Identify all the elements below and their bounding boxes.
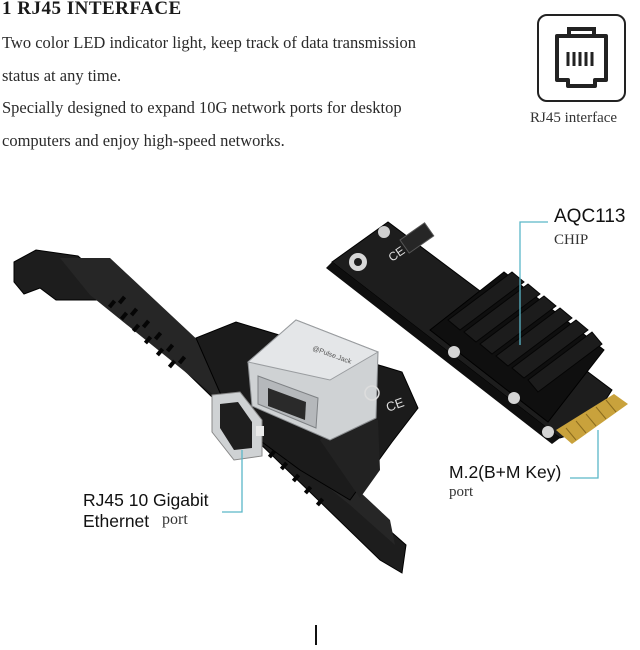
m2-callout-line	[570, 430, 599, 479]
gold-fingers	[542, 394, 628, 444]
ce-mark: CE	[384, 394, 406, 414]
bracket-port	[211, 391, 264, 461]
rj45-port-icon	[555, 27, 608, 88]
description-line-2: status at any time.	[2, 66, 122, 85]
rj45-callout-port: port	[162, 511, 188, 528]
m2-callout-port: port	[449, 484, 474, 500]
rj45-icon-caption: RJ45 interface	[530, 110, 618, 126]
heatsink	[429, 271, 605, 423]
chip-callout-title: AQC113	[554, 206, 626, 227]
chip-callout-subtitle: CHIP	[554, 232, 589, 248]
rj45-callout-line	[222, 450, 243, 513]
m2-callout-title: M.2(B+M Key)	[449, 462, 562, 482]
chip-callout-line	[519, 221, 548, 345]
callout-lines	[222, 221, 599, 513]
rj45-callout-title: RJ45 10 Gigabit	[83, 490, 209, 510]
rj45-icon-box	[537, 14, 626, 102]
page-heading: 1 RJ45 INTERFACE	[2, 0, 182, 19]
bottom-mark	[315, 625, 317, 645]
description-line-1: Two color LED indicator light, keep trac…	[2, 33, 416, 52]
rj45-callout-subtitle: Ethernet	[83, 511, 150, 531]
rj45-jack: @Pulse.Jack CE	[246, 319, 406, 441]
description-line-4: computers and enjoy high-speed networks.	[2, 131, 285, 150]
description-line-3: Specially designed to expand 10G network…	[2, 98, 402, 117]
